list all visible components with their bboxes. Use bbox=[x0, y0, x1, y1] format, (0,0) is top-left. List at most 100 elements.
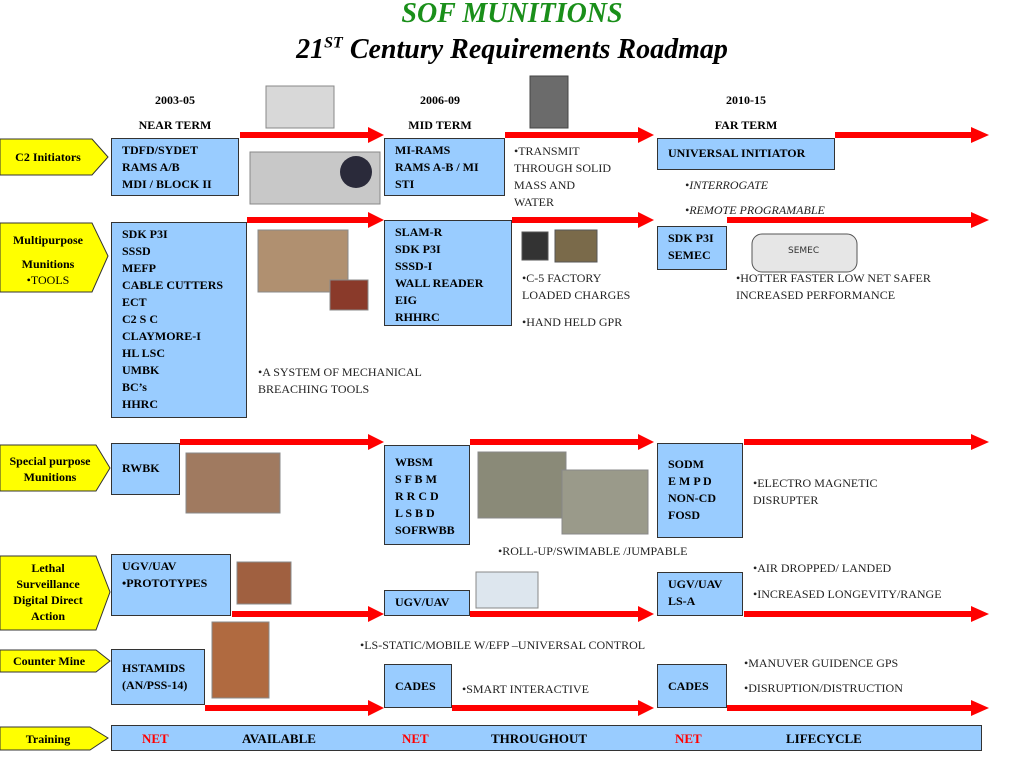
special-far-note: •ELECTRO MAGNETIC DISRUPTER bbox=[753, 475, 878, 509]
training-available: AVAILABLE bbox=[242, 731, 316, 746]
arrowhead-multi-2 bbox=[638, 212, 654, 228]
multi-mid-item: RHHRC bbox=[395, 310, 440, 324]
title-line2-main: 21 bbox=[296, 34, 325, 65]
special-mid-item: SOFRWBB bbox=[395, 523, 455, 537]
c2-far-note-1: •INTERROGATE bbox=[685, 178, 769, 192]
lethal-near-item: •PROTOTYPES bbox=[122, 576, 208, 590]
multi-near-item: BC’s bbox=[122, 380, 147, 394]
special-far-item: NON-CD bbox=[668, 491, 716, 505]
special-mid-box: WBSM S F B M R R C D L S B D SOFRWBB bbox=[384, 445, 470, 545]
arrowhead-lethal-2 bbox=[638, 606, 654, 622]
photo-ugv bbox=[236, 561, 292, 605]
lethal-near-box: UGV/UAV •PROTOTYPES bbox=[111, 554, 231, 616]
multi-mid-item: SLAM-R bbox=[395, 225, 443, 239]
photo-initiator-coil bbox=[340, 156, 372, 188]
period-far: 2010-15 bbox=[726, 93, 766, 107]
arrow-c2-2 bbox=[505, 132, 640, 138]
category-shape-lethal bbox=[0, 555, 111, 631]
lethal-near-item: UGV/UAV bbox=[122, 559, 177, 573]
arrow-mine-1 bbox=[205, 705, 370, 711]
arrow-lethal-2 bbox=[470, 611, 640, 617]
special-mid-item: S F B M bbox=[395, 472, 437, 486]
multi-near-item: SSSD bbox=[122, 244, 151, 258]
training-bar bbox=[111, 725, 982, 751]
special-near-box: RWBK bbox=[111, 443, 180, 495]
arrowhead-special-3 bbox=[971, 434, 989, 450]
mine-mid-box: CADES bbox=[384, 664, 452, 708]
photo-uav bbox=[475, 571, 539, 609]
multi-mid-note-line: LOADED CHARGES bbox=[522, 288, 631, 302]
arrow-c2-1 bbox=[240, 132, 370, 138]
multi-near-item: MEFP bbox=[122, 261, 156, 275]
special-mid-note: •ROLL-UP/SWIMABLE /JUMPABLE bbox=[498, 544, 688, 558]
lethal-far-item: UGV/UAV bbox=[668, 577, 723, 591]
arrowhead-multi-3 bbox=[971, 212, 989, 228]
multi-near-item: UMBK bbox=[122, 363, 160, 377]
arrow-c2-3 bbox=[835, 132, 973, 138]
training-throughout: THROUGHOUT bbox=[491, 731, 588, 746]
category-mine: Counter Mine bbox=[12, 654, 86, 668]
category-multi-line1: Multipurpose bbox=[12, 233, 83, 247]
c2-mid-note-line: •TRANSMIT bbox=[514, 144, 580, 158]
title-line1: SOF MUNITIONS bbox=[401, 0, 623, 29]
training-net-3: NET bbox=[675, 731, 702, 746]
photo-c5-charge bbox=[521, 231, 549, 261]
c2-mid-note-line: THROUGH SOLID bbox=[514, 161, 611, 175]
arrow-multi-2 bbox=[512, 217, 640, 223]
category-training: Training bbox=[25, 732, 71, 746]
c2-near-item: TDFD/SYDET bbox=[122, 143, 199, 157]
multi-mid-item: SSSD-I bbox=[395, 259, 433, 273]
category-shape-multi bbox=[0, 222, 109, 293]
mine-mid-note: •SMART INTERACTIVE bbox=[462, 682, 589, 696]
photo-initiator-device bbox=[265, 85, 335, 129]
multi-mid-note-line: •C-5 FACTORY bbox=[522, 271, 602, 285]
multi-far-item: SDK P3I bbox=[668, 231, 714, 245]
lethal-far-note-1: •AIR DROPPED/ LANDED bbox=[753, 561, 892, 575]
multi-mid-note-2: •HAND HELD GPR bbox=[522, 315, 623, 329]
multi-near-item: HHRC bbox=[122, 397, 158, 411]
multi-near-item: CLAYMORE-I bbox=[122, 329, 201, 343]
training-lifecycle: LIFECYCLE bbox=[786, 731, 862, 746]
arrowhead-c2-3 bbox=[971, 127, 989, 143]
title-line2-sup: ST bbox=[324, 34, 343, 52]
special-mid-item: WBSM bbox=[395, 455, 434, 469]
category-lethal-line2: Surveillance bbox=[16, 577, 80, 591]
mine-near-item: (AN/PSS-14) bbox=[122, 678, 188, 692]
special-far-item: SODM bbox=[668, 457, 704, 471]
arrowhead-multi-1 bbox=[368, 212, 384, 228]
category-shape-mine bbox=[0, 649, 111, 673]
category-lethal-line4: Action bbox=[31, 609, 65, 623]
title-line2: 21ST Century Requirements Roadmap bbox=[0, 34, 1024, 66]
multi-near-note-line: BREACHING TOOLS bbox=[258, 382, 370, 396]
special-mid-item: L S B D bbox=[395, 506, 435, 520]
c2-mid-item: RAMS A-B / MI bbox=[395, 160, 479, 174]
arrowhead-lethal-3 bbox=[971, 606, 989, 622]
photo-semec bbox=[751, 233, 858, 273]
arrowhead-special-1 bbox=[368, 434, 384, 450]
multi-near-item: SDK P3I bbox=[122, 227, 168, 241]
category-c2: C2 Initiators bbox=[15, 150, 81, 164]
mine-far-box: CADES bbox=[657, 664, 727, 708]
training-net-1: NET bbox=[142, 731, 169, 746]
multi-far-note: •HOTTER FASTER LOW NET SAFER INCREASED P… bbox=[736, 270, 931, 304]
category-shape-training bbox=[0, 726, 109, 751]
arrow-multi-1 bbox=[247, 217, 370, 223]
arrowhead-c2-1 bbox=[368, 127, 384, 143]
category-special-line2: Munitions bbox=[23, 470, 77, 484]
lethal-far-box: UGV/UAV LS-A bbox=[657, 572, 743, 616]
multi-far-note-line: INCREASED PERFORMANCE bbox=[736, 288, 896, 302]
category-lethal-line3: Digital Direct bbox=[13, 593, 83, 607]
training-net-2: NET bbox=[402, 731, 429, 746]
special-far-box: SODM E M P D NON-CD FOSD bbox=[657, 443, 743, 538]
multi-near-note-line: •A SYSTEM OF MECHANICAL bbox=[258, 365, 422, 379]
arrowhead-mine-1 bbox=[368, 700, 384, 716]
c2-mid-note-line: MASS AND bbox=[514, 178, 576, 192]
photo-breaching-tools-2 bbox=[329, 279, 369, 311]
semec-photo-label: SEMEC bbox=[788, 246, 820, 256]
c2-mid-item: MI-RAMS bbox=[395, 143, 451, 157]
arrow-mine-2 bbox=[452, 705, 640, 711]
arrowhead-c2-2 bbox=[638, 127, 654, 143]
arrowhead-lethal-1 bbox=[368, 606, 384, 622]
category-shape-special bbox=[0, 444, 111, 492]
photo-urban-breach-2 bbox=[561, 469, 649, 535]
